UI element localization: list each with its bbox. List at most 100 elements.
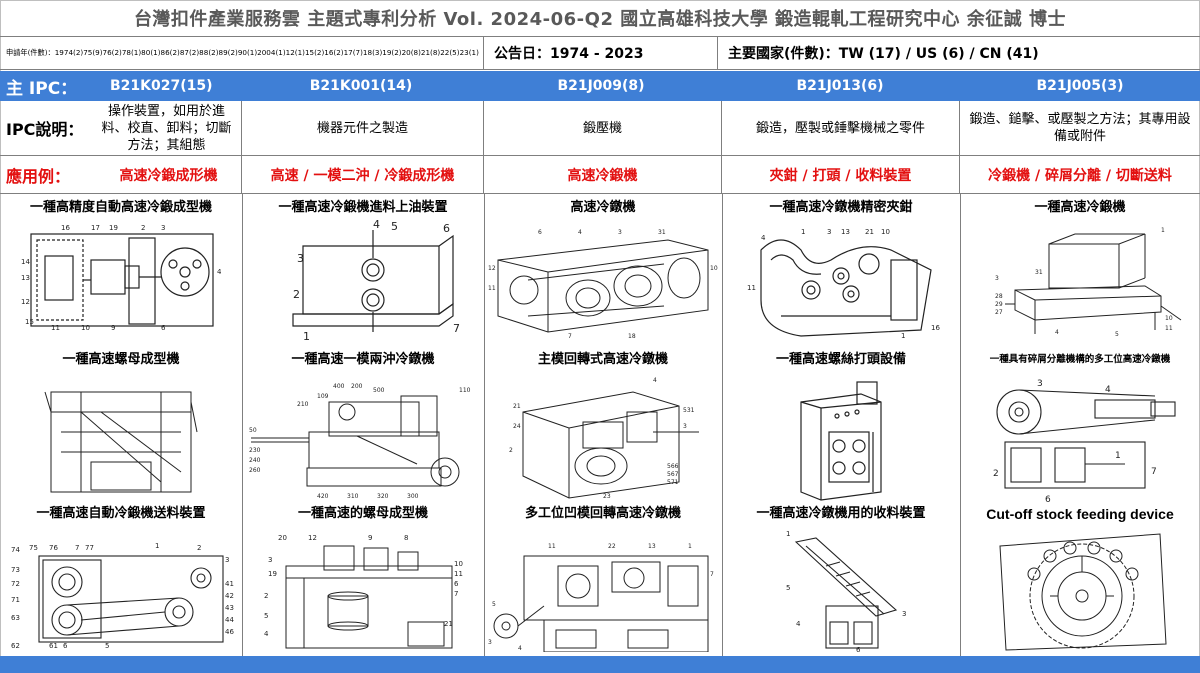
svg-text:5: 5 xyxy=(492,601,496,608)
ipc-header-row: 主 IPC： B21K027(15) B21K001(14) B21J009(8… xyxy=(0,71,1200,101)
patent-drawing: 153 46 xyxy=(786,530,906,652)
svg-text:23: 23 xyxy=(603,493,611,500)
svg-text:62: 62 xyxy=(11,642,20,650)
svg-text:4: 4 xyxy=(518,645,522,652)
svg-text:28: 28 xyxy=(995,293,1003,300)
ipc-code: B21J013(6) xyxy=(796,78,884,94)
svg-text:77: 77 xyxy=(85,544,94,552)
svg-text:3: 3 xyxy=(161,224,165,232)
main-countries: 主要國家(件數)：TW (17) / US (6) / CN (41) xyxy=(728,46,1039,62)
svg-text:210: 210 xyxy=(297,401,309,408)
application-lead: 應用例： xyxy=(6,166,71,186)
svg-text:2: 2 xyxy=(264,592,268,600)
svg-text:75: 75 xyxy=(29,544,38,552)
svg-text:1: 1 xyxy=(801,228,805,236)
svg-text:5: 5 xyxy=(391,220,398,233)
patent-title: 一種高速一模兩沖冷鐓機 xyxy=(291,352,435,367)
ipc-desc: 鍛造、鎚擊、或壓製之方法；其專用設備或附件 xyxy=(969,112,1191,144)
patent-title: 一種高速冷鐓機用的收料裝置 xyxy=(756,506,926,521)
svg-text:11: 11 xyxy=(51,324,60,332)
svg-text:3: 3 xyxy=(268,556,272,564)
patent-figure: Cut-off stock feeding device xyxy=(960,504,1200,652)
svg-text:5: 5 xyxy=(264,612,268,620)
svg-text:18: 18 xyxy=(628,333,636,340)
patent-title: 高速冷鐓機 xyxy=(570,200,636,215)
svg-text:5: 5 xyxy=(105,642,109,650)
svg-text:2: 2 xyxy=(509,447,513,454)
svg-text:5: 5 xyxy=(786,584,790,592)
svg-text:2: 2 xyxy=(993,469,999,479)
svg-text:13: 13 xyxy=(841,228,850,236)
svg-text:8: 8 xyxy=(404,534,408,542)
ipc-code: B21K027(15) xyxy=(110,78,213,94)
svg-text:12: 12 xyxy=(488,265,496,272)
patent-title: 一種高精度自動高速冷鍛成型機 xyxy=(29,200,212,215)
svg-text:109: 109 xyxy=(317,393,329,400)
svg-text:41: 41 xyxy=(225,580,234,588)
svg-text:110: 110 xyxy=(459,387,471,394)
svg-text:13: 13 xyxy=(648,543,656,550)
patent-title: 一種高速螺母成型機 xyxy=(62,352,180,367)
svg-text:6: 6 xyxy=(443,222,450,235)
svg-text:11: 11 xyxy=(488,285,496,292)
application-item: 高速冷鍛機 xyxy=(484,156,722,193)
patent-title: 一種高速冷鐓機精密夾鉗 xyxy=(769,200,913,215)
svg-text:3: 3 xyxy=(1037,379,1043,389)
svg-text:1: 1 xyxy=(1115,451,1121,461)
svg-text:15: 15 xyxy=(25,318,34,326)
patent-title: 一種高速螺絲打頭設備 xyxy=(775,352,906,367)
svg-text:500: 500 xyxy=(373,387,385,394)
svg-text:420: 420 xyxy=(317,493,329,500)
ipc-code: B21K001(14) xyxy=(309,78,413,94)
svg-text:300: 300 xyxy=(407,493,419,500)
svg-text:320: 320 xyxy=(377,493,389,500)
svg-text:61: 61 xyxy=(49,642,58,650)
ipc-desc: 操作裝置，如用於進料、校直、卸料；切斷方法；其組態 xyxy=(101,103,232,153)
svg-text:10: 10 xyxy=(881,228,890,236)
svg-text:21: 21 xyxy=(865,228,874,236)
svg-text:21: 21 xyxy=(444,620,453,628)
svg-text:27: 27 xyxy=(995,309,1003,316)
svg-text:566: 566 xyxy=(667,463,679,470)
svg-text:6: 6 xyxy=(1045,495,1051,502)
svg-text:11: 11 xyxy=(454,570,463,578)
patent-title: 一種高速冷鍛機 xyxy=(1034,200,1126,215)
patent-drawing xyxy=(999,533,1167,651)
svg-text:4: 4 xyxy=(578,229,582,236)
patent-figure: 一種高速螺絲打頭設備 xyxy=(722,350,960,502)
svg-text:44: 44 xyxy=(225,616,234,624)
application-item: 夾鉗 / 打頭 / 收料裝置 xyxy=(722,156,960,193)
patent-figure: 一種高速螺母成型機 xyxy=(0,350,242,502)
svg-text:7: 7 xyxy=(454,590,458,598)
svg-text:567: 567 xyxy=(667,471,679,478)
column-divider xyxy=(960,194,961,656)
patent-drawing xyxy=(44,391,198,493)
svg-text:19: 19 xyxy=(268,570,277,578)
patent-drawing xyxy=(800,381,882,501)
svg-text:21: 21 xyxy=(513,403,521,410)
svg-text:11: 11 xyxy=(747,284,756,292)
footer-bar xyxy=(0,656,1200,673)
svg-text:3: 3 xyxy=(995,275,999,282)
application-row: 應用例： 高速冷鍛成形機 高速 / 一模二沖 / 冷鍛成形機 高速冷鍛機 夾鉗 … xyxy=(0,156,1200,194)
svg-text:74: 74 xyxy=(11,546,20,554)
svg-text:20: 20 xyxy=(278,534,287,542)
svg-text:4: 4 xyxy=(217,268,221,276)
svg-text:2: 2 xyxy=(141,224,145,232)
svg-text:11: 11 xyxy=(548,543,556,550)
application-item: 冷鍛機 / 碎屑分離 / 切斷送料 xyxy=(988,167,1172,184)
